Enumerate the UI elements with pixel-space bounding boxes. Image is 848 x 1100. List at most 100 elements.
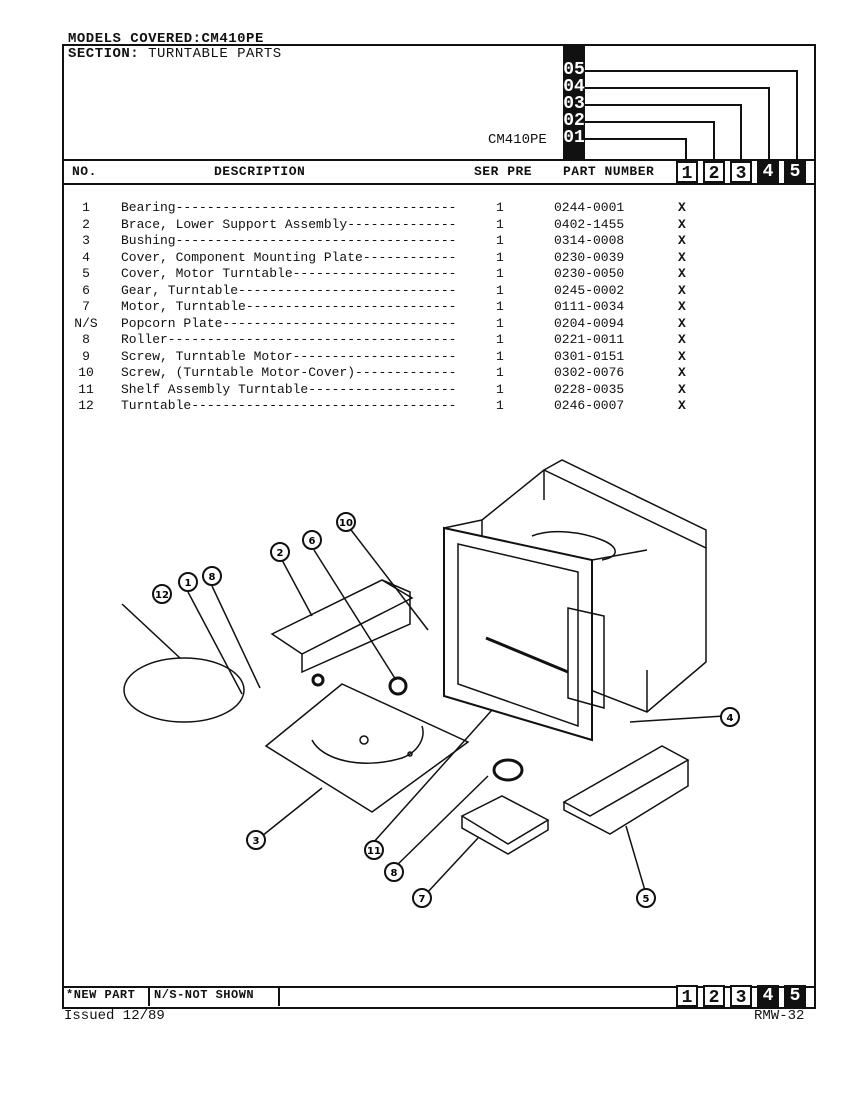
part-model-mark: X: [678, 348, 686, 364]
part-model-mark: X: [678, 266, 686, 281]
page-frame: [62, 44, 816, 1009]
callout-circle: [246, 830, 266, 850]
col-header-ser-pre: SER PRE: [474, 164, 533, 179]
part-number: 0302-0076: [554, 365, 625, 380]
callout-number: 11: [367, 846, 381, 857]
part-model-mark: X: [678, 365, 686, 380]
component-plate-cover: [562, 745, 690, 817]
part-description: Bushing---------------------------------…: [121, 233, 457, 248]
callout-circle: [412, 888, 432, 908]
part-no: 5: [82, 266, 90, 281]
callout-circle: [336, 512, 356, 532]
footer-new-part: *NEW PART: [66, 988, 136, 1002]
part-ser-pre: 1: [496, 216, 504, 232]
part-no: 2: [82, 216, 90, 232]
part-model-mark: X: [678, 233, 686, 248]
col-header-description: DESCRIPTION: [214, 164, 306, 179]
page-code: RMW-32: [754, 1008, 805, 1024]
part-no: 12: [78, 398, 94, 413]
part-number: 0244-0001: [554, 200, 625, 215]
callout-12: 12: [152, 584, 172, 604]
part-description: Turntable-------------------------------…: [121, 398, 457, 413]
callout-number: 8: [209, 572, 216, 583]
part-description: Bearing---------------------------------…: [121, 200, 457, 215]
oven-cavity: [443, 459, 707, 742]
part-ser-pre: 1: [496, 365, 504, 380]
part-model-mark: X: [678, 282, 686, 298]
callout-4: 4: [720, 707, 740, 727]
part-number: 0230-0039: [554, 249, 625, 265]
serial-code-01: 01: [563, 128, 585, 148]
part-model-mark: X: [678, 315, 686, 331]
part-model-mark: X: [678, 249, 686, 265]
part-number: 0204-0094: [554, 315, 625, 331]
models-covered: MODELS COVERED:CM410PE: [68, 31, 264, 47]
part-description: Motor, Turntable------------------------…: [121, 299, 457, 314]
callout-number: 7: [419, 894, 426, 905]
turntable-plate: [123, 657, 245, 723]
gear-part: [388, 676, 408, 696]
part-number: 0228-0035: [554, 381, 625, 397]
part-row: 9 Screw, Turntable Motor-----------------…: [66, 349, 766, 365]
part-description: Brace, Lower Support Assembly-----------…: [121, 216, 457, 232]
callout-circle: [270, 542, 290, 562]
part-number: 0301-0151: [554, 348, 625, 364]
callout-number: 5: [643, 894, 650, 905]
serial-code-05: 05: [563, 60, 585, 80]
part-number: 0230-0050: [554, 266, 625, 281]
callout-number: 2: [277, 548, 284, 559]
part-no: 9: [82, 348, 90, 364]
motor-cover: [460, 795, 550, 845]
callout-number: 1: [185, 578, 192, 589]
footer-model-col-1: 1: [676, 985, 698, 1008]
footer-model-col-4: 4: [757, 985, 779, 1007]
part-ser-pre: 1: [496, 299, 504, 314]
models-value: CM410PE: [201, 31, 264, 47]
part-row: 1 Bearing--------------------------------…: [66, 200, 766, 216]
callout-1: 1: [178, 572, 198, 592]
part-ser-pre: 1: [496, 200, 504, 215]
part-no: 10: [78, 365, 94, 380]
col-header-no: NO.: [72, 164, 97, 179]
shelf-assembly: [264, 683, 470, 813]
part-no: 4: [82, 249, 90, 265]
part-number: 0221-0011: [554, 332, 625, 347]
callout-2: 2: [270, 542, 290, 562]
part-model-mark: X: [678, 398, 686, 413]
part-description: Screw, Turntable Motor------------------…: [121, 348, 457, 364]
part-ser-pre: 1: [496, 348, 504, 364]
part-ser-pre: 1: [496, 315, 504, 331]
footer-model-col-3: 3: [730, 985, 752, 1008]
section-label: SECTION:: [68, 46, 140, 62]
section-value: TURNTABLE PARTS: [148, 46, 282, 62]
callout-circle: [364, 840, 384, 860]
part-no: 8: [82, 332, 90, 347]
part-description: Screw, (Turntable Motor-Cover)----------…: [121, 365, 457, 380]
issued-date: Issued 12/89: [64, 1008, 165, 1024]
model-col-1: 1: [676, 161, 698, 184]
callout-circle: [152, 584, 172, 604]
part-ser-pre: 1: [496, 282, 504, 298]
callout-number: 10: [339, 518, 353, 529]
callout-number: 4: [727, 713, 734, 724]
part-model-mark: X: [678, 299, 686, 314]
models-label: MODELS COVERED:: [68, 31, 202, 47]
part-model-mark: X: [678, 200, 686, 215]
part-ser-pre: 1: [496, 266, 504, 281]
footer-not-shown: N/S-NOT SHOWN: [154, 988, 255, 1002]
part-number: 0402-1455: [554, 216, 625, 232]
part-description: Shelf Assembly Turntable----------------…: [121, 381, 457, 397]
part-no: 1: [82, 200, 90, 215]
model-code: CM410PE: [488, 132, 547, 148]
callout-5: 5: [636, 888, 656, 908]
callout-3: 3: [246, 830, 266, 850]
part-no: 11: [78, 381, 94, 397]
header-rule-bottom: [62, 183, 816, 185]
part-ser-pre: 1: [496, 398, 504, 413]
part-description: Roller----------------------------------…: [121, 332, 457, 347]
callout-circle: [202, 566, 222, 586]
part-model-mark: X: [678, 332, 686, 347]
